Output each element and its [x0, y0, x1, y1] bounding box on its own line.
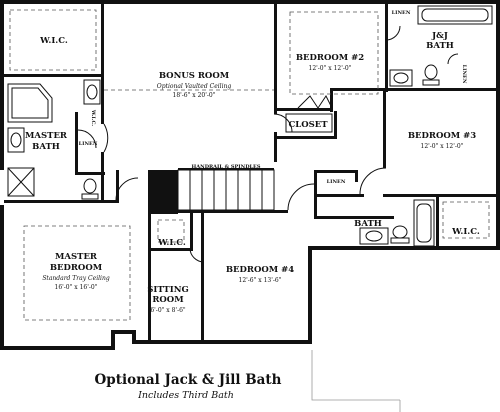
closet-label: CLOSET [288, 120, 328, 130]
interior-walls [4, 4, 496, 343]
caption-subtitle: Includes Third Bath [137, 390, 234, 401]
bedroom3-dims: 12'-0" x 12'-0" [421, 143, 464, 150]
bedroom2-label: BEDROOM #2 [296, 53, 364, 63]
wic-bed3-label: W.I.C. [451, 227, 480, 237]
master-bedroom-note: Standard Tray Ceiling [42, 275, 110, 282]
linen-master-label: LINEN [79, 141, 98, 147]
master-bedroom-label: MASTER [55, 252, 98, 262]
master-bath-label-2: BATH [32, 142, 60, 152]
master-bath-label: MASTER [25, 131, 68, 141]
master-bedroom-label-2: BEDROOM [50, 263, 103, 273]
jj-bath-label: J&J [431, 31, 448, 41]
linen-top-label: LINEN [392, 10, 411, 16]
room-labels: W.I.C. BONUS ROOM Optional Vaulted Ceili… [25, 10, 480, 314]
closet-box [285, 113, 333, 133]
sitting-room-dims: 6'-0" x 8'-6" [150, 307, 186, 314]
bonus-room-note: Optional Vaulted Ceiling [157, 83, 232, 90]
bed3-wic-outline [442, 201, 490, 239]
door-swings [77, 25, 459, 263]
jj-bath-label-2: BATH [426, 41, 454, 51]
exterior-walls [0, 0, 500, 350]
sitting-room-label-2: ROOM [152, 295, 184, 305]
staircase [177, 168, 275, 211]
bed2-outline [289, 11, 379, 95]
bedroom4-label: BEDROOM #4 [226, 265, 294, 275]
sitting-wic-outline [157, 219, 185, 243]
bonus-room-dims: 18'-6" x 20'-0" [173, 92, 216, 99]
handrail-label: HANDRAIL & SPINDLES [192, 164, 261, 170]
caption-title: Optional Jack & Jill Bath [95, 372, 282, 388]
master-bedroom-dims: 16'-0" x 16'-0" [55, 284, 98, 291]
tray-ceiling-outline [23, 225, 131, 321]
patio-outline [311, 350, 400, 401]
fixtures [7, 5, 493, 247]
bedroom2-dims: 12'-0" x 12'-0" [309, 65, 352, 72]
linen-bath-label: LINEN [327, 179, 346, 185]
wic-sitting-label: W.I.C. [157, 238, 186, 248]
bonus-room-label: BONUS ROOM [159, 71, 230, 81]
wic-master-small-label: W.I.C. [90, 109, 96, 127]
wic-top-label: W.I.C. [39, 36, 68, 46]
wic-dashed-outline [9, 9, 97, 71]
bedroom3-label: BEDROOM #3 [408, 131, 476, 141]
bath-label: BATH [354, 219, 382, 229]
sitting-room-label: SITTING [147, 285, 188, 295]
linen-jj-label: LINEN [461, 65, 467, 84]
bedroom4-dims: 12'-6" x 13'-6" [239, 277, 282, 284]
